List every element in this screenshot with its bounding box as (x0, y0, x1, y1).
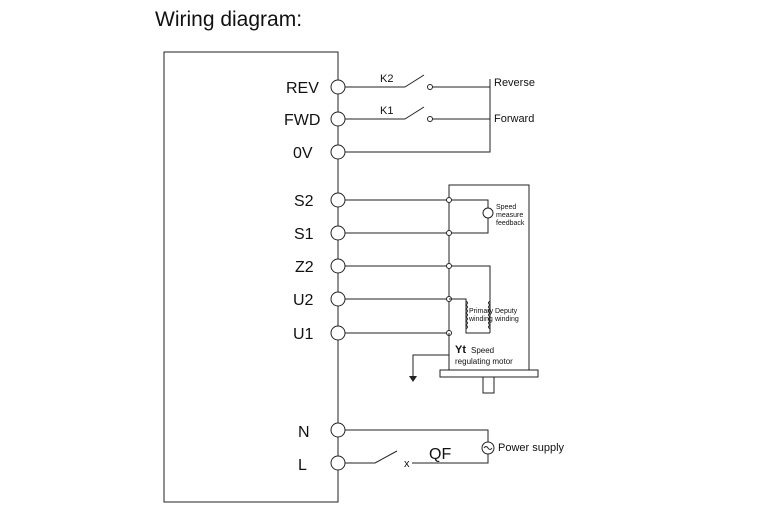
motor-speed-label: Speed (471, 346, 494, 355)
node-z2 (446, 263, 452, 269)
terminal-label-rev: REV (286, 80, 319, 97)
forward-label: Forward (494, 113, 534, 125)
terminal-u2[interactable] (330, 291, 346, 307)
ground-arrow-icon (409, 376, 417, 382)
terminal-label-s2: S2 (294, 193, 314, 210)
terminal-s2[interactable] (330, 192, 346, 208)
deputy-winding-label-2: winding (494, 316, 519, 323)
feedback-label-1: Speed (496, 204, 516, 211)
ac-wave-icon (483, 446, 493, 450)
motor-model-label: Yt (455, 344, 466, 356)
motor-regulating-label: regulating motor (455, 357, 513, 366)
wire-z2-winding (449, 265, 491, 333)
wire-l-return (412, 454, 489, 464)
wire-n (345, 429, 489, 442)
terminal-label-fwd: FWD (284, 112, 320, 129)
terminal-l[interactable] (330, 455, 346, 471)
diagram-title: Wiring diagram: (155, 8, 303, 31)
power-supply-label: Power supply (498, 442, 565, 454)
switch-k2-contact (427, 84, 433, 90)
switch-qf-label: QF (429, 446, 451, 463)
terminal-label-z2: Z2 (295, 259, 314, 276)
terminal-label-0v: 0V (293, 145, 313, 162)
terminal-s1[interactable] (330, 225, 346, 241)
deputy-winding-coil-icon (488, 300, 491, 330)
terminal-label-n: N (298, 424, 310, 441)
terminal-label-u1: U1 (293, 326, 314, 343)
terminal-0v[interactable] (330, 144, 346, 160)
terminal-label-s1: S1 (294, 226, 314, 243)
wire-s1-feedback (449, 218, 489, 234)
switch-k1-contact (427, 116, 433, 122)
switch-qf-blade[interactable] (374, 450, 398, 464)
switch-qf-mark: x (404, 458, 410, 470)
controller-box (163, 51, 339, 503)
terminal-label-l: L (298, 457, 307, 474)
node-s2 (446, 197, 452, 203)
switch-k2-label: K2 (380, 73, 393, 85)
terminal-z2[interactable] (330, 258, 346, 274)
switch-k1-blade[interactable] (404, 106, 425, 120)
wire-winding-link (449, 298, 490, 334)
wire-s2-feedback (449, 199, 489, 208)
terminal-u1[interactable] (330, 325, 346, 341)
reverse-label: Reverse (494, 77, 535, 89)
primary-winding-coil-icon (465, 300, 468, 330)
wire-common-0v (345, 79, 491, 153)
switch-k2-blade[interactable] (404, 74, 425, 88)
switch-k1-label: K1 (380, 105, 393, 117)
node-s1 (446, 230, 452, 236)
feedback-label-2: measure (496, 212, 523, 219)
primary-winding-label-2: winding (468, 316, 493, 323)
motor-shaft (482, 376, 495, 394)
terminal-rev[interactable] (330, 79, 346, 95)
terminal-n[interactable] (330, 422, 346, 438)
wire-ground (412, 333, 450, 378)
primary-winding-label-1: Primary (469, 308, 494, 315)
terminal-fwd[interactable] (330, 111, 346, 127)
speed-feedback-sensor-icon (482, 207, 494, 219)
motor-flange (439, 369, 539, 378)
feedback-label-3: feedback (496, 220, 525, 227)
deputy-winding-label-1: Deputy (495, 308, 518, 315)
terminal-label-u2: U2 (293, 292, 314, 309)
